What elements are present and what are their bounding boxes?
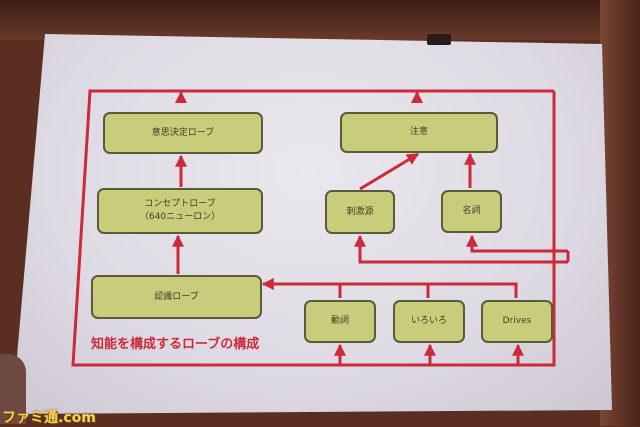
noun-label: 名詞 [462, 206, 481, 216]
arrow-stimulus-to-attention [359, 152, 420, 191]
audience-member-silhouette [0, 354, 26, 424]
drives-box: Drives [481, 300, 553, 343]
outer-frame [71, 89, 556, 367]
decision-lobe-box: 意思決定ローブ [103, 112, 263, 154]
various-box: いろいろ [393, 300, 465, 343]
concept-lobe-neurons: （640ニューロン） [139, 212, 221, 222]
feed-noun [466, 234, 568, 253]
recognition-lobe-label: 認識ローブ [154, 291, 199, 302]
decision-lobe-label: 意思決定ローブ [151, 127, 215, 138]
attention-box: 注意 [340, 112, 498, 153]
recognition-lobe-box: 認識ローブ [91, 275, 262, 319]
concept-lobe-box: コンセプトローブ （640ニューロン） [97, 188, 263, 234]
arrowhead-top-left [175, 91, 187, 103]
diagram-caption: 知能を構成するローブの構成 [91, 337, 260, 352]
verb-box: 動詞 [304, 300, 376, 343]
various-label: いろいろ [410, 316, 447, 326]
projector-clip [427, 34, 451, 45]
feed-stimulus [354, 234, 568, 264]
stimulus-source-label: 刺激源 [346, 206, 374, 217]
room-wall-top [0, 0, 640, 40]
arrowhead-top-right [411, 91, 423, 103]
bus-to-recognition [261, 278, 518, 298]
verb-label: 動詞 [330, 316, 349, 326]
drives-label: Drives [502, 316, 532, 326]
stimulus-source-box: 刺激源 [325, 190, 395, 234]
site-watermark: ファミ通.com [2, 410, 96, 426]
attention-label: 注意 [409, 127, 428, 137]
noun-box: 名詞 [441, 190, 502, 233]
concept-lobe-label: コンセプトローブ [144, 199, 216, 209]
